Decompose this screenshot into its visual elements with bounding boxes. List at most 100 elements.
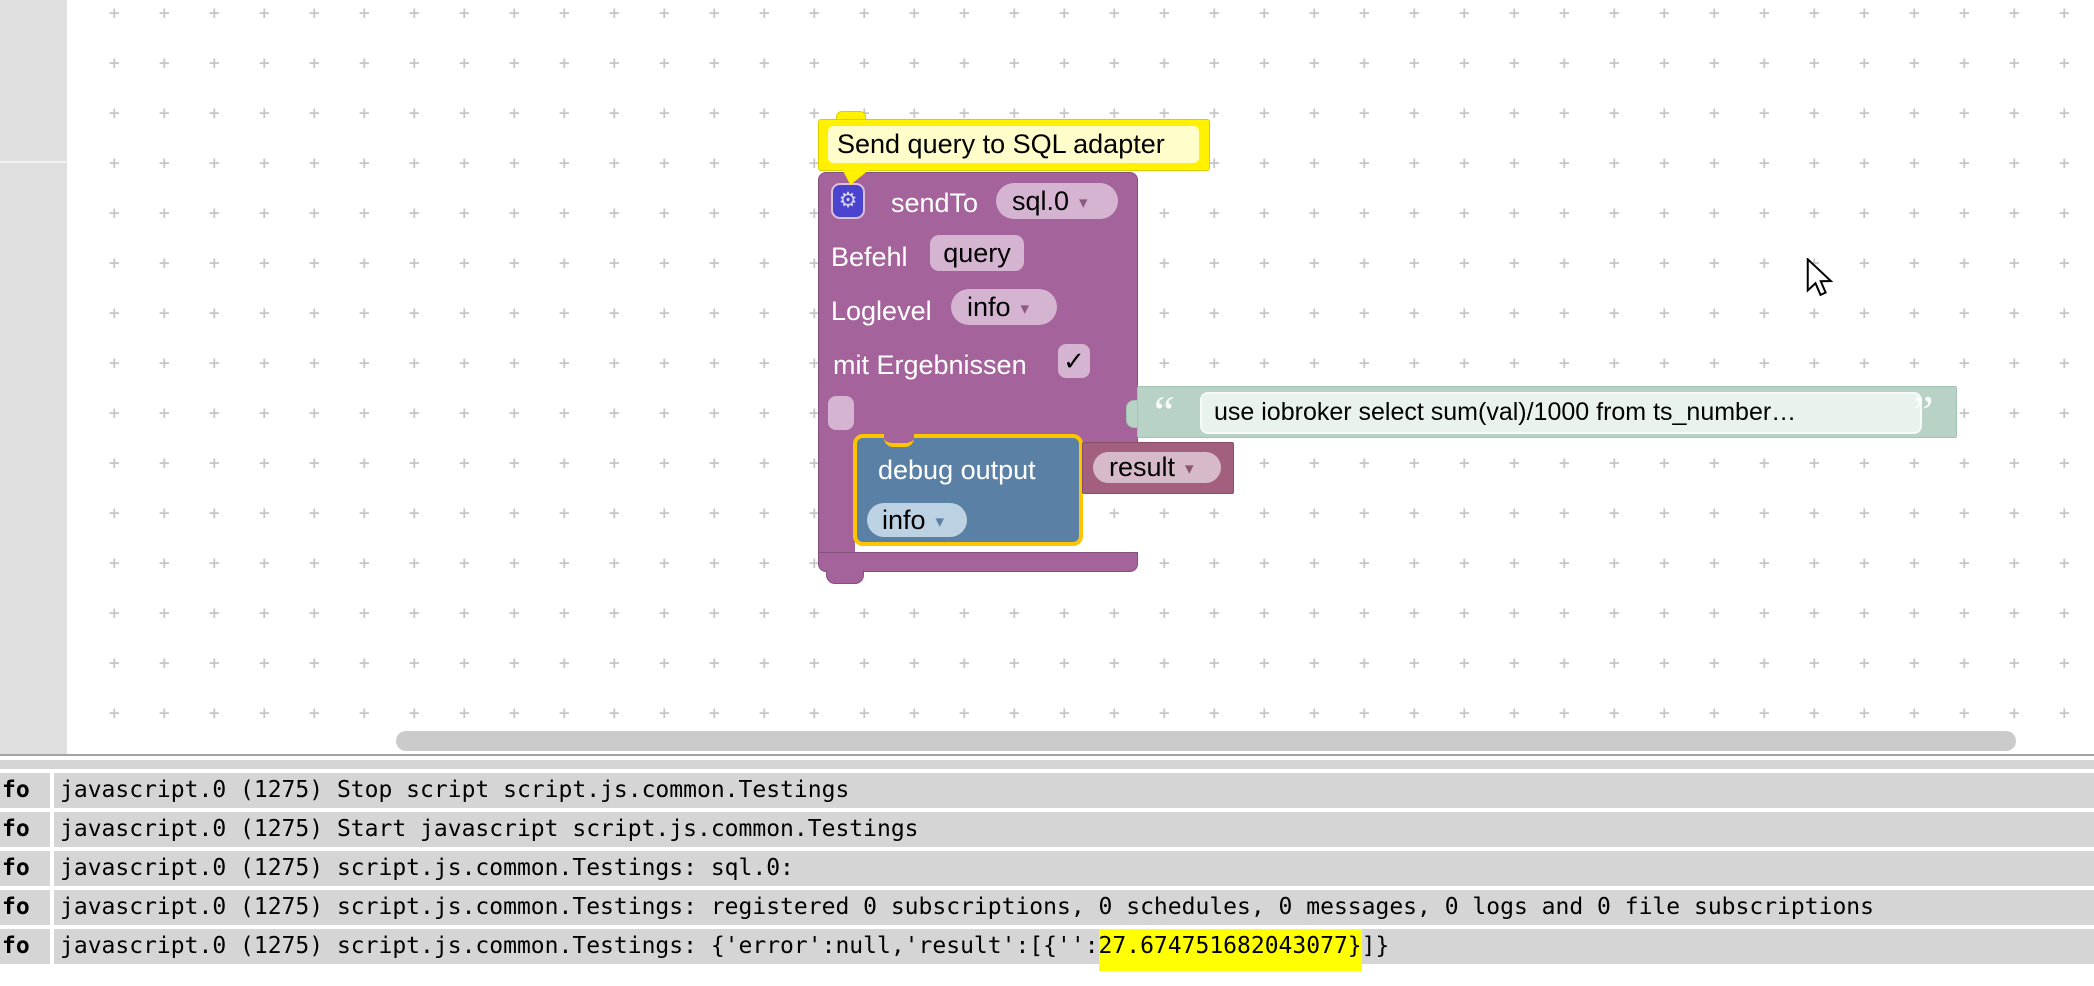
horizontal-scrollbar-thumb[interactable] xyxy=(396,731,2016,751)
sendto-block[interactable]: ⚙ sendTo sql.0▾ Befehl query Loglevel in… xyxy=(818,172,1138,448)
comment-block-top-tab xyxy=(836,111,866,122)
grid-dot: + xyxy=(658,304,671,322)
grid-dot: + xyxy=(658,154,671,172)
grid-dot: + xyxy=(1108,704,1121,722)
variable-block[interactable]: result▾ xyxy=(1082,442,1234,494)
grid-dot: + xyxy=(1358,454,1371,472)
grid-dot: + xyxy=(558,4,571,22)
grid-dot: + xyxy=(1858,604,1871,622)
grid-dot: + xyxy=(2058,554,2071,572)
grid-dot: + xyxy=(1358,554,1371,572)
gear-icon[interactable]: ⚙ xyxy=(831,183,865,219)
grid-dot: + xyxy=(208,54,221,72)
grid-dot: + xyxy=(808,454,821,472)
toolbox-panel[interactable] xyxy=(0,0,67,754)
grid-dot: + xyxy=(1708,354,1721,372)
grid-dot: + xyxy=(408,104,421,122)
with-results-checkbox[interactable]: ✓ xyxy=(1058,344,1090,378)
grid-dot: + xyxy=(1308,554,1321,572)
sendto-block-left-column[interactable] xyxy=(818,446,855,552)
grid-dot: + xyxy=(408,354,421,372)
grid-dot: + xyxy=(1908,704,1921,722)
grid-dot: + xyxy=(308,304,321,322)
grid-dot: + xyxy=(1658,654,1671,672)
grid-dot: + xyxy=(758,54,771,72)
grid-dot: + xyxy=(1508,54,1521,72)
debug-output-block[interactable]: debug output info▾ xyxy=(853,434,1083,546)
grid-dot: + xyxy=(708,554,721,572)
grid-dot: + xyxy=(1208,204,1221,222)
grid-dot: + xyxy=(1908,654,1921,672)
grid-dot: + xyxy=(158,354,171,372)
grid-dot: + xyxy=(258,4,271,22)
with-results-label: mit Ergebnissen xyxy=(833,350,1027,380)
grid-dot: + xyxy=(1358,54,1371,72)
workspace-canvas[interactable]: + + + + + + + + + + + + + + + + + + + + + + + + + + + + + + + + + + + + + + + +… xyxy=(0,0,2094,757)
grid-dot: + xyxy=(1708,554,1721,572)
grid-dot: + xyxy=(708,254,721,272)
grid-dot: + xyxy=(1958,304,1971,322)
grid-dot: + xyxy=(1158,254,1171,272)
command-text-field[interactable]: query xyxy=(930,235,1024,271)
debug-output-label: debug output xyxy=(878,455,1036,485)
grid-dot: + xyxy=(558,104,571,122)
grid-dot: + xyxy=(1158,4,1171,22)
grid-dot: + xyxy=(408,654,421,672)
grid-dot: + xyxy=(1458,4,1471,22)
grid-dot: + xyxy=(158,4,171,22)
grid-dot: + xyxy=(358,104,371,122)
grid-dot: + xyxy=(1058,104,1071,122)
grid-dot: + xyxy=(1258,504,1271,522)
grid-dot: + xyxy=(758,104,771,122)
grid-dot: + xyxy=(1808,604,1821,622)
grid-dot: + xyxy=(1758,354,1771,372)
comment-block[interactable]: Send query to SQL adapter xyxy=(818,119,1210,171)
grid-dot: + xyxy=(208,354,221,372)
loglevel-dropdown[interactable]: info▾ xyxy=(951,289,1057,325)
grid-dot: + xyxy=(408,254,421,272)
grid-dot: + xyxy=(808,354,821,372)
string-block[interactable]: “ use iobroker select sum(val)/1000 from… xyxy=(1137,386,1957,438)
variable-dropdown[interactable]: result▾ xyxy=(1093,452,1221,483)
grid-dot: + xyxy=(1658,204,1671,222)
grid-dot: + xyxy=(2008,104,2021,122)
grid-dot: + xyxy=(2008,654,2021,672)
grid-dot: + xyxy=(1708,504,1721,522)
grid-dot: + xyxy=(108,254,121,272)
grid-dot: + xyxy=(508,654,521,672)
grid-dot: + xyxy=(1208,604,1221,622)
debug-loglevel-dropdown[interactable]: info▾ xyxy=(867,503,967,537)
grid-dot: + xyxy=(458,604,471,622)
grid-dot: + xyxy=(608,154,621,172)
grid-dot: + xyxy=(1308,704,1321,722)
grid-dot: + xyxy=(1958,504,1971,522)
grid-dot: + xyxy=(1408,304,1421,322)
grid-dot: + xyxy=(558,704,571,722)
grid-dot: + xyxy=(108,104,121,122)
grid-dot: + xyxy=(1408,254,1421,272)
grid-dot: + xyxy=(1158,654,1171,672)
grid-dot: + xyxy=(2008,254,2021,272)
grid-dot: + xyxy=(1458,304,1471,322)
grid-dot: + xyxy=(1758,604,1771,622)
grid-dot: + xyxy=(1408,704,1421,722)
grid-dot: + xyxy=(608,54,621,72)
sendto-block-bottom[interactable] xyxy=(818,552,1138,572)
log-severity: fo xyxy=(0,890,50,925)
log-text: javascript.0 (1275) script.js.common.Tes… xyxy=(60,894,1874,920)
grid-dot: + xyxy=(1208,54,1221,72)
grid-dot: + xyxy=(1758,204,1771,222)
grid-dot: + xyxy=(1058,654,1071,672)
grid-dot: + xyxy=(2058,154,2071,172)
query-string-field[interactable]: use iobroker select sum(val)/1000 from t… xyxy=(1200,392,1922,434)
log-text: javascript.0 (1275) Stop script script.j… xyxy=(60,777,850,803)
grid-dot: + xyxy=(108,304,121,322)
log-panel: fo javascript.0 (1275) Stop script script… xyxy=(0,773,2094,968)
grid-dot: + xyxy=(1258,104,1271,122)
comment-text-field[interactable]: Send query to SQL adapter xyxy=(828,126,1199,163)
grid-dot: + xyxy=(2008,4,2021,22)
grid-dot: + xyxy=(608,504,621,522)
instance-dropdown[interactable]: sql.0▾ xyxy=(996,183,1118,219)
grid-dot: + xyxy=(158,204,171,222)
